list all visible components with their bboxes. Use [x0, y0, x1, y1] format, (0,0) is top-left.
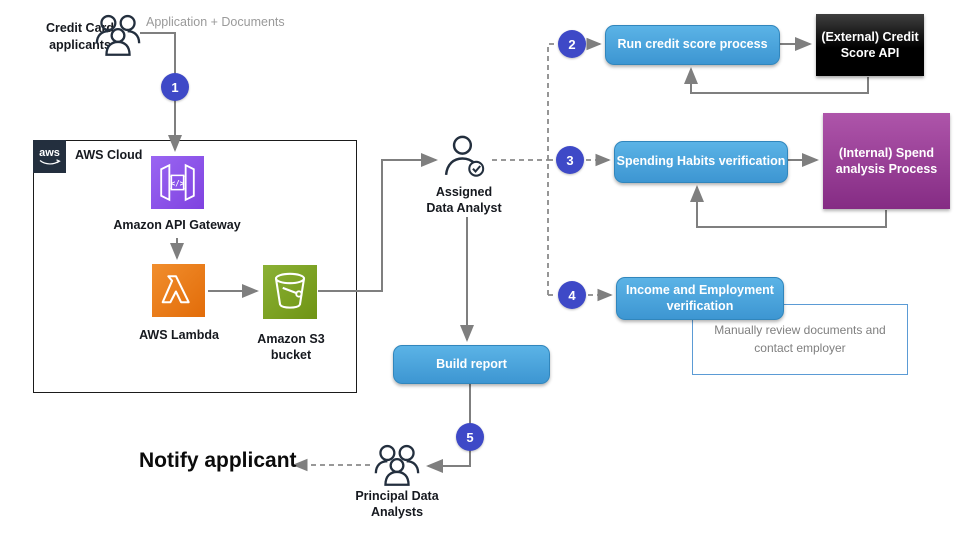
lambda-label: AWS Lambda [139, 328, 219, 342]
run-credit-score-process-box: Run credit score process [605, 25, 780, 65]
arrow-build-to-principal [426, 382, 471, 473]
aws-cloud-group-box [33, 140, 357, 393]
lambda-icon [152, 264, 205, 317]
aws-cloud-label: AWS Cloud [75, 148, 143, 162]
arrow-internal-return [690, 185, 887, 228]
credit-card-applicants-label: Credit Card applicants [45, 21, 115, 52]
step-badge-2: 2 [558, 30, 586, 58]
svg-text:</>: </> [171, 179, 185, 188]
spending-habits-verification-box: Spending Habits verification [614, 141, 788, 183]
arrow-applicants-to-cloud [140, 32, 182, 152]
api-gateway-icon: </> [151, 156, 204, 209]
step-badge-4: 4 [558, 281, 586, 309]
principal-analysts-label: Principal Data Analysts [355, 489, 439, 520]
application-documents-label: Application + Documents [146, 15, 285, 29]
build-report-box: Build report [393, 345, 550, 384]
step-badge-5: 5 [456, 423, 484, 451]
dashed-junction-vertical [547, 43, 557, 295]
aws-logo-text: aws [39, 147, 60, 159]
step-badge-1: 1 [161, 73, 189, 101]
aws-logo-icon: aws [33, 140, 66, 173]
s3-bucket-icon [263, 265, 317, 319]
arrow-s3-to-analyst [318, 153, 438, 292]
notify-applicant-label: Notify applicant [139, 449, 297, 472]
s3-label: Amazon S3 bucket [257, 332, 325, 363]
assigned-analyst-label: Assigned Data Analyst [426, 185, 502, 216]
api-gateway-label: Amazon API Gateway [113, 218, 241, 232]
assigned-analyst-person-check-icon [442, 134, 489, 186]
arrow-external-return [684, 67, 869, 94]
principal-analysts-users-icon [372, 443, 422, 493]
applicants-users-icon [93, 13, 143, 63]
step-badge-3: 3 [556, 146, 584, 174]
